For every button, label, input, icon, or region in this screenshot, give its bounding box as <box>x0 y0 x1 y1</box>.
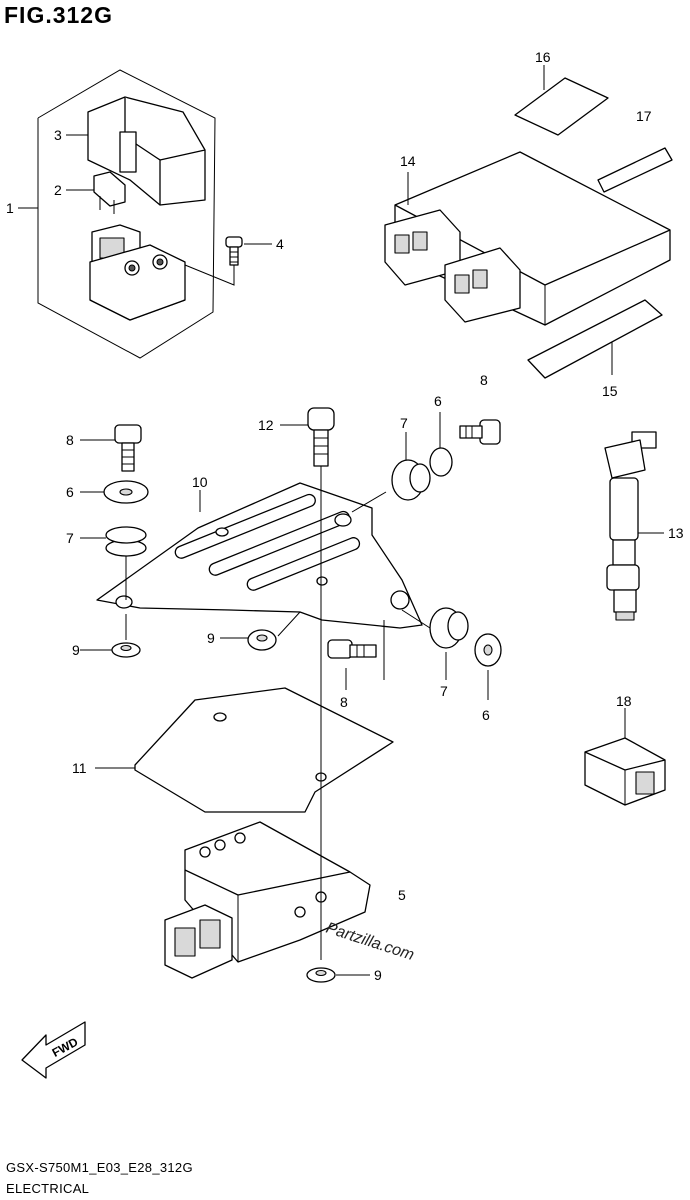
figure-title: FIG.312G <box>4 2 113 28</box>
connector-part-18[interactable] <box>584 737 666 806</box>
callout-14: 14 <box>400 153 416 169</box>
callout-7-right: 7 <box>440 683 448 699</box>
callout-8-top: 8 <box>480 372 488 388</box>
callout-11: 11 <box>72 760 87 776</box>
bolt-part-8-right[interactable] <box>459 419 501 445</box>
model-code: GSX-S750M1_E03_E28_312G <box>6 1160 193 1175</box>
callout-9-mid: 9 <box>207 630 215 646</box>
plate-part-11[interactable] <box>134 687 394 813</box>
bolt-part-8-left[interactable] <box>114 424 142 472</box>
callout-2: 2 <box>54 182 62 198</box>
callout-7-top: 7 <box>400 415 408 431</box>
grommet-part-7-left[interactable] <box>105 526 147 557</box>
fuse-part[interactable] <box>93 171 126 214</box>
callout-15: 15 <box>602 383 618 399</box>
bolt-part-8-lower[interactable] <box>327 639 377 659</box>
nut-part-9-left[interactable] <box>111 642 141 658</box>
callout-7-left: 7 <box>66 530 74 546</box>
callout-10: 10 <box>192 474 208 490</box>
grommet-part-7-top[interactable] <box>391 459 431 501</box>
callout-3: 3 <box>54 127 62 143</box>
callout-12: 12 <box>258 417 274 433</box>
tape-part-17[interactable] <box>597 147 673 193</box>
bolt-part-12[interactable] <box>307 407 335 960</box>
callout-16: 16 <box>535 49 551 65</box>
callout-18: 18 <box>616 693 632 709</box>
sensor-part-13[interactable] <box>604 431 657 621</box>
callout-4: 4 <box>276 236 284 252</box>
section-label: ELECTRICAL <box>6 1181 90 1196</box>
callout-9-left: 9 <box>72 642 80 658</box>
callout-6-right: 6 <box>482 707 490 723</box>
callout-13: 13 <box>668 525 684 541</box>
starter-relay-part[interactable] <box>89 224 186 321</box>
nut-part-9-mid[interactable] <box>247 629 277 651</box>
relay-cover-part[interactable] <box>87 96 206 206</box>
callout-1: 1 <box>6 200 14 216</box>
regulator-part-5[interactable] <box>164 821 371 979</box>
callout-6-top: 6 <box>434 393 442 409</box>
pad-part-16[interactable] <box>514 77 609 136</box>
ecm-part[interactable] <box>384 151 671 326</box>
callout-8-lower: 8 <box>340 694 348 710</box>
callout-8-left: 8 <box>66 432 74 448</box>
washer-part-6-top[interactable] <box>429 447 453 477</box>
callout-9-bottom: 9 <box>374 967 382 983</box>
grommet-part-7-right[interactable] <box>429 607 469 649</box>
watermark-text: Partzilla.com <box>324 920 416 964</box>
callout-6-left: 6 <box>66 484 74 500</box>
starter-relay-group-box <box>37 69 216 359</box>
fwd-arrow-icon: FWD <box>21 1021 86 1079</box>
nut-part-9-bottom[interactable] <box>306 967 336 983</box>
pad-part-15[interactable] <box>527 299 663 379</box>
screw-part-4[interactable] <box>184 236 243 286</box>
callout-5: 5 <box>398 887 406 903</box>
bracket-part-10[interactable] <box>96 482 423 629</box>
callout-17: 17 <box>636 108 652 124</box>
